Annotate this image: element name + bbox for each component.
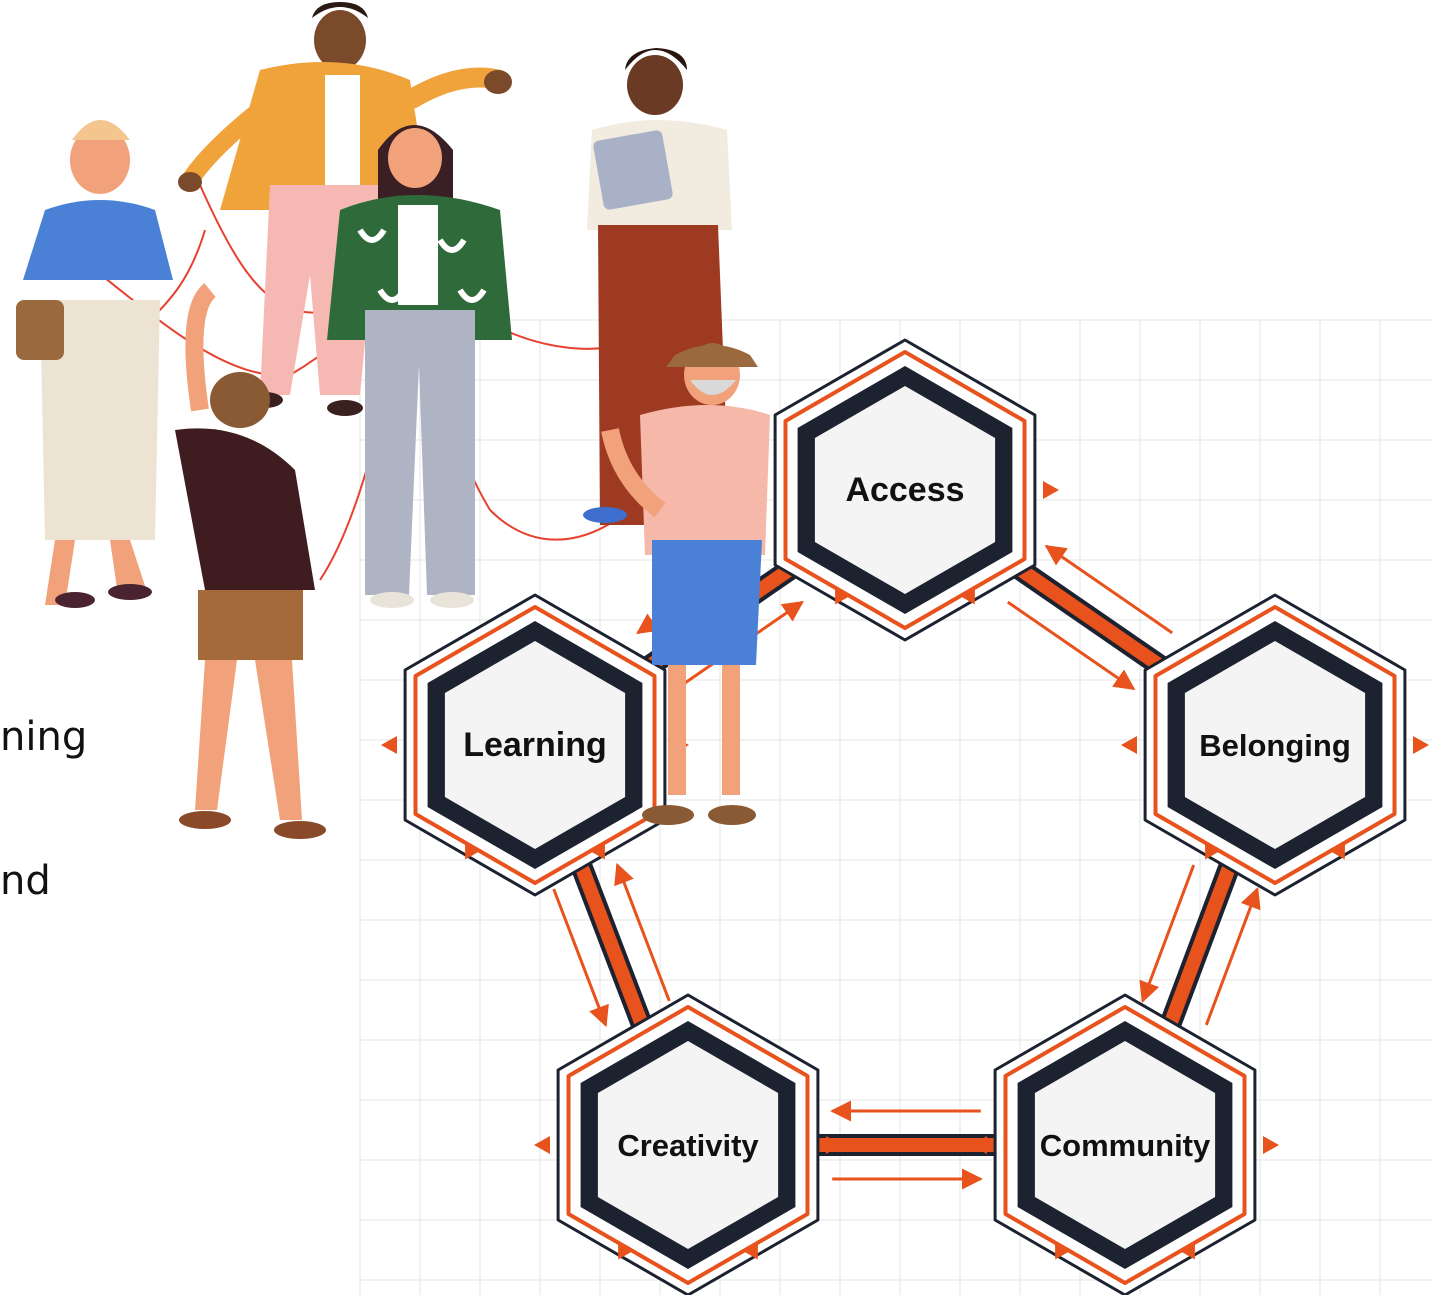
node-access: Access	[751, 338, 1059, 642]
node-arrowhead-icon	[589, 841, 605, 860]
node-arrowhead-icon	[465, 841, 481, 860]
node-label-belonging: Belonging	[1199, 728, 1351, 763]
text-fragment-1: ning	[0, 714, 88, 760]
arrow-back-1	[1204, 886, 1261, 1026]
node-learning: Learning	[381, 593, 689, 897]
node-arrowhead-icon	[971, 1136, 987, 1154]
node-label-creativity: Creativity	[617, 1128, 759, 1163]
node-label-learning: Learning	[463, 726, 607, 764]
node-arrowhead-icon	[618, 1241, 634, 1260]
node-arrowhead-icon	[1413, 736, 1429, 754]
node-arrowhead-icon	[1329, 841, 1345, 860]
node-arrowhead-icon	[1121, 736, 1137, 754]
node-arrowhead-icon	[835, 586, 851, 605]
node-face-access	[814, 386, 996, 594]
arrow-forward-3	[614, 862, 671, 1002]
node-glow-access	[783, 350, 1027, 630]
arrow-forward-1	[1139, 864, 1196, 1004]
node-arrowhead-icon	[1179, 1241, 1195, 1260]
node-label-access: Access	[845, 471, 964, 509]
node-arrowhead-icon	[1205, 841, 1221, 860]
person-woman-green-icon	[327, 125, 512, 608]
person-woman-bag-icon	[16, 120, 173, 608]
node-glow-belonging	[1153, 605, 1397, 885]
node-arrowhead-icon	[742, 1241, 758, 1260]
node-arrowhead-icon	[381, 736, 397, 754]
arrow-forward-0	[1006, 600, 1136, 691]
arrow-back-0	[1044, 544, 1174, 635]
person-boy-back-icon	[175, 282, 326, 839]
text-fragment-2: nd	[0, 858, 51, 904]
node-arrowhead-icon	[534, 1136, 550, 1154]
node-arrowhead-icon	[1055, 1241, 1071, 1260]
node-creativity: Creativity	[534, 993, 842, 1295]
node-arrowhead-icon	[826, 1136, 842, 1154]
node-face-creativity	[597, 1041, 779, 1249]
node-face-learning	[444, 641, 626, 849]
node-face-community	[1034, 1041, 1216, 1249]
node-glow-community	[1003, 1005, 1247, 1285]
node-glow-creativity	[566, 1005, 810, 1285]
node-arrowhead-icon	[1043, 481, 1059, 499]
node-glow-learning	[413, 605, 657, 885]
node-arrowhead-icon	[959, 586, 975, 605]
node-belonging: Belonging	[1121, 593, 1429, 897]
node-community: Community	[971, 993, 1279, 1295]
node-label-community: Community	[1040, 1128, 1211, 1163]
arrow-back-3	[552, 888, 609, 1028]
node-face-belonging	[1184, 641, 1366, 849]
node-arrowhead-icon	[1263, 1136, 1279, 1154]
